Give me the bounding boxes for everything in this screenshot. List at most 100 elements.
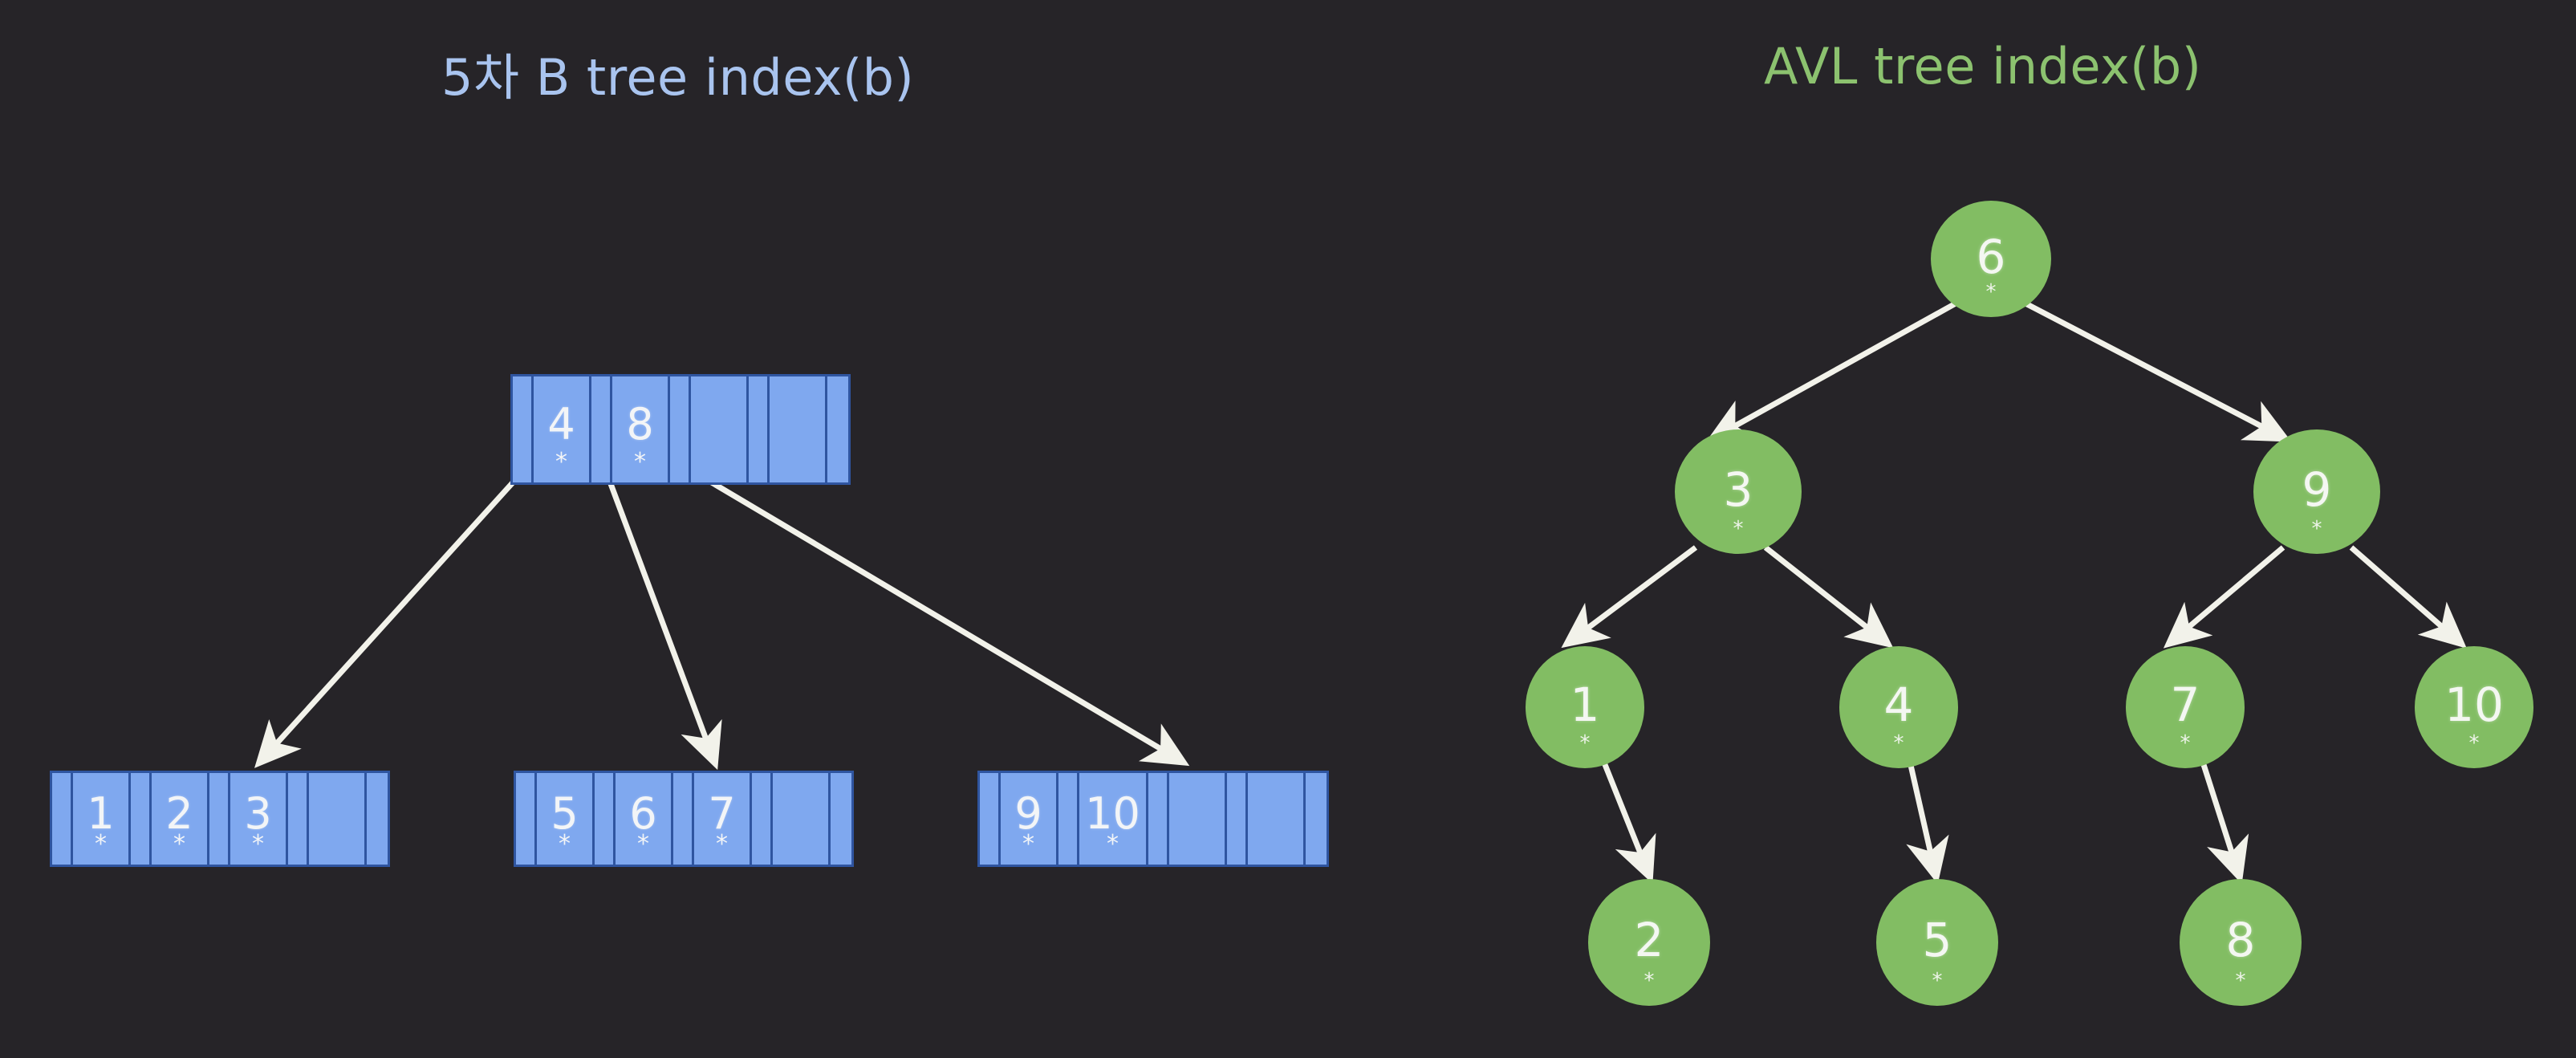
avl-node-4[interactable]: 4 *: [1839, 646, 1958, 768]
btree-leaf2-key-1[interactable]: 6 *: [616, 773, 673, 865]
btree-leaf3-key-1-star: *: [1107, 830, 1119, 858]
btree-leaf-node-2[interactable]: 5 * 6 * 7 *: [514, 771, 854, 867]
avl-node-6[interactable]: 6 *: [1931, 201, 2051, 317]
avl-node-7-value: 7: [2170, 678, 2200, 732]
avl-node-4-star: *: [1893, 731, 1904, 755]
avl-node-3-star: *: [1733, 517, 1744, 541]
avl-node-2-value: 2: [1634, 913, 1664, 967]
btree-leaf2-pointer-3[interactable]: [752, 773, 773, 865]
btree-root-node[interactable]: 4 * 8 *: [510, 374, 851, 485]
btree-leaf2-key-1-value: 6: [629, 788, 657, 839]
avl-node-5[interactable]: 5 *: [1876, 879, 1998, 1006]
btree-root-pointer-2[interactable]: [670, 376, 691, 482]
btree-leaf3-key-3-empty[interactable]: [1248, 773, 1306, 865]
btree-leaf3-key-0[interactable]: 9 *: [1001, 773, 1058, 865]
btree-root-key-1-star: *: [634, 448, 646, 476]
btree-root-key-2-empty[interactable]: [691, 376, 749, 482]
avl-node-3[interactable]: 3 *: [1675, 429, 1802, 554]
btree-leaf2-key-3-empty[interactable]: [773, 773, 831, 865]
btree-edge-root-to-leaf3: [709, 478, 1190, 767]
avl-node-1-value: 1: [1570, 678, 1600, 732]
btree-leaf3-pointer-4[interactable]: [1306, 773, 1327, 865]
avl-node-9[interactable]: 9 *: [2253, 429, 2380, 554]
avl-node-8[interactable]: 8 *: [2180, 879, 2302, 1006]
btree-leaf-node-3[interactable]: 9 * 10 *: [977, 771, 1329, 867]
btree-root-key-1[interactable]: 8 *: [612, 376, 670, 482]
avl-node-10-star: *: [2468, 731, 2480, 755]
avl-edge-7-8: [2197, 753, 2249, 885]
avl-node-1-star: *: [1579, 731, 1591, 755]
avl-edge-6-9: [2024, 300, 2292, 442]
avl-node-8-star: *: [2235, 969, 2246, 993]
avl-edge-6-3: [1705, 300, 1957, 442]
avl-edge-group: [1561, 300, 2467, 885]
avl-node-1[interactable]: 1 *: [1526, 646, 1644, 768]
btree-leaf3-pointer-1[interactable]: [1058, 773, 1079, 865]
btree-leaf2-pointer-0[interactable]: [516, 773, 537, 865]
btree-leaf2-pointer-1[interactable]: [595, 773, 616, 865]
btree-leaf1-pointer-4[interactable]: [367, 773, 388, 865]
btree-root-key-0-star: *: [555, 448, 567, 476]
avl-node-2[interactable]: 2 *: [1588, 879, 1710, 1006]
btree-root-key-0[interactable]: 4 *: [534, 376, 591, 482]
btree-leaf2-key-0[interactable]: 5 *: [537, 773, 595, 865]
btree-leaf1-pointer-2[interactable]: [209, 773, 230, 865]
btree-root-pointer-1[interactable]: [591, 376, 612, 482]
avl-edge-4-5: [1905, 754, 1949, 885]
btree-leaf1-pointer-0[interactable]: [52, 773, 73, 865]
btree-leaf3-key-1-value: 10: [1085, 788, 1140, 839]
btree-leaf1-key-1-star: *: [173, 830, 185, 858]
btree-leaf3-key-0-star: *: [1022, 830, 1034, 858]
btree-root-pointer-0[interactable]: [513, 376, 534, 482]
btree-leaf3-pointer-3[interactable]: [1227, 773, 1248, 865]
btree-leaf3-pointer-2[interactable]: [1148, 773, 1169, 865]
btree-leaf1-key-3-empty[interactable]: [309, 773, 367, 865]
avl-node-7[interactable]: 7 *: [2126, 646, 2245, 768]
btree-leaf3-pointer-0[interactable]: [980, 773, 1001, 865]
avl-panel-title: AVL tree index(b): [1764, 37, 2202, 96]
avl-edge-9-10: [2349, 545, 2467, 649]
btree-leaf1-pointer-3[interactable]: [288, 773, 309, 865]
btree-leaf1-key-1-value: 2: [165, 788, 193, 839]
avl-node-4-value: 4: [1883, 678, 1914, 732]
btree-root-pointer-4[interactable]: [827, 376, 848, 482]
btree-leaf2-key-2-value: 7: [708, 788, 736, 839]
btree-leaf3-key-0-value: 9: [1014, 788, 1042, 839]
avl-node-6-star: *: [1985, 280, 1997, 304]
btree-panel-title: 5차 B tree index(b): [441, 48, 915, 107]
btree-leaf2-pointer-4[interactable]: [831, 773, 851, 865]
avl-node-5-value: 5: [1922, 913, 1952, 967]
avl-node-5-star: *: [1932, 969, 1943, 993]
avl-node-10-value: 10: [2444, 678, 2504, 732]
btree-leaf3-key-2-empty[interactable]: [1169, 773, 1227, 865]
btree-root-key-1-value: 8: [626, 399, 654, 450]
btree-leaf1-key-2-value: 3: [244, 788, 272, 839]
avl-node-10[interactable]: 10 *: [2415, 646, 2533, 768]
btree-leaf1-key-0-value: 1: [87, 788, 115, 839]
btree-leaf1-key-1[interactable]: 2 *: [152, 773, 209, 865]
btree-leaf1-key-0[interactable]: 1 *: [73, 773, 131, 865]
btree-leaf-node-1[interactable]: 1 * 2 * 3 *: [50, 771, 390, 867]
avl-edge-9-7: [2163, 545, 2285, 649]
btree-leaf1-key-0-star: *: [95, 830, 107, 858]
btree-root-key-3-empty[interactable]: [770, 376, 827, 482]
btree-leaf1-key-2-star: *: [252, 830, 264, 858]
avl-node-2-star: *: [1644, 969, 1655, 993]
avl-edge-3-4: [1763, 545, 1894, 649]
btree-leaf2-key-2[interactable]: 7 *: [694, 773, 752, 865]
btree-leaf2-key-1-star: *: [637, 830, 649, 858]
avl-node-9-star: *: [2311, 517, 2322, 541]
avl-node-8-value: 8: [2225, 913, 2256, 967]
btree-leaf2-key-2-star: *: [716, 830, 728, 858]
btree-leaf3-key-1[interactable]: 10 *: [1079, 773, 1148, 865]
btree-leaf1-pointer-1[interactable]: [131, 773, 152, 865]
btree-leaf1-key-2[interactable]: 3 *: [230, 773, 288, 865]
btree-leaf2-pointer-2[interactable]: [673, 773, 694, 865]
avl-node-7-star: *: [2180, 731, 2191, 755]
avl-node-3-value: 3: [1723, 462, 1753, 517]
btree-edge-group: [254, 478, 1190, 771]
btree-root-pointer-3[interactable]: [749, 376, 770, 482]
avl-node-9-value: 9: [2302, 462, 2332, 517]
avl-edge-3-1: [1561, 545, 1698, 649]
